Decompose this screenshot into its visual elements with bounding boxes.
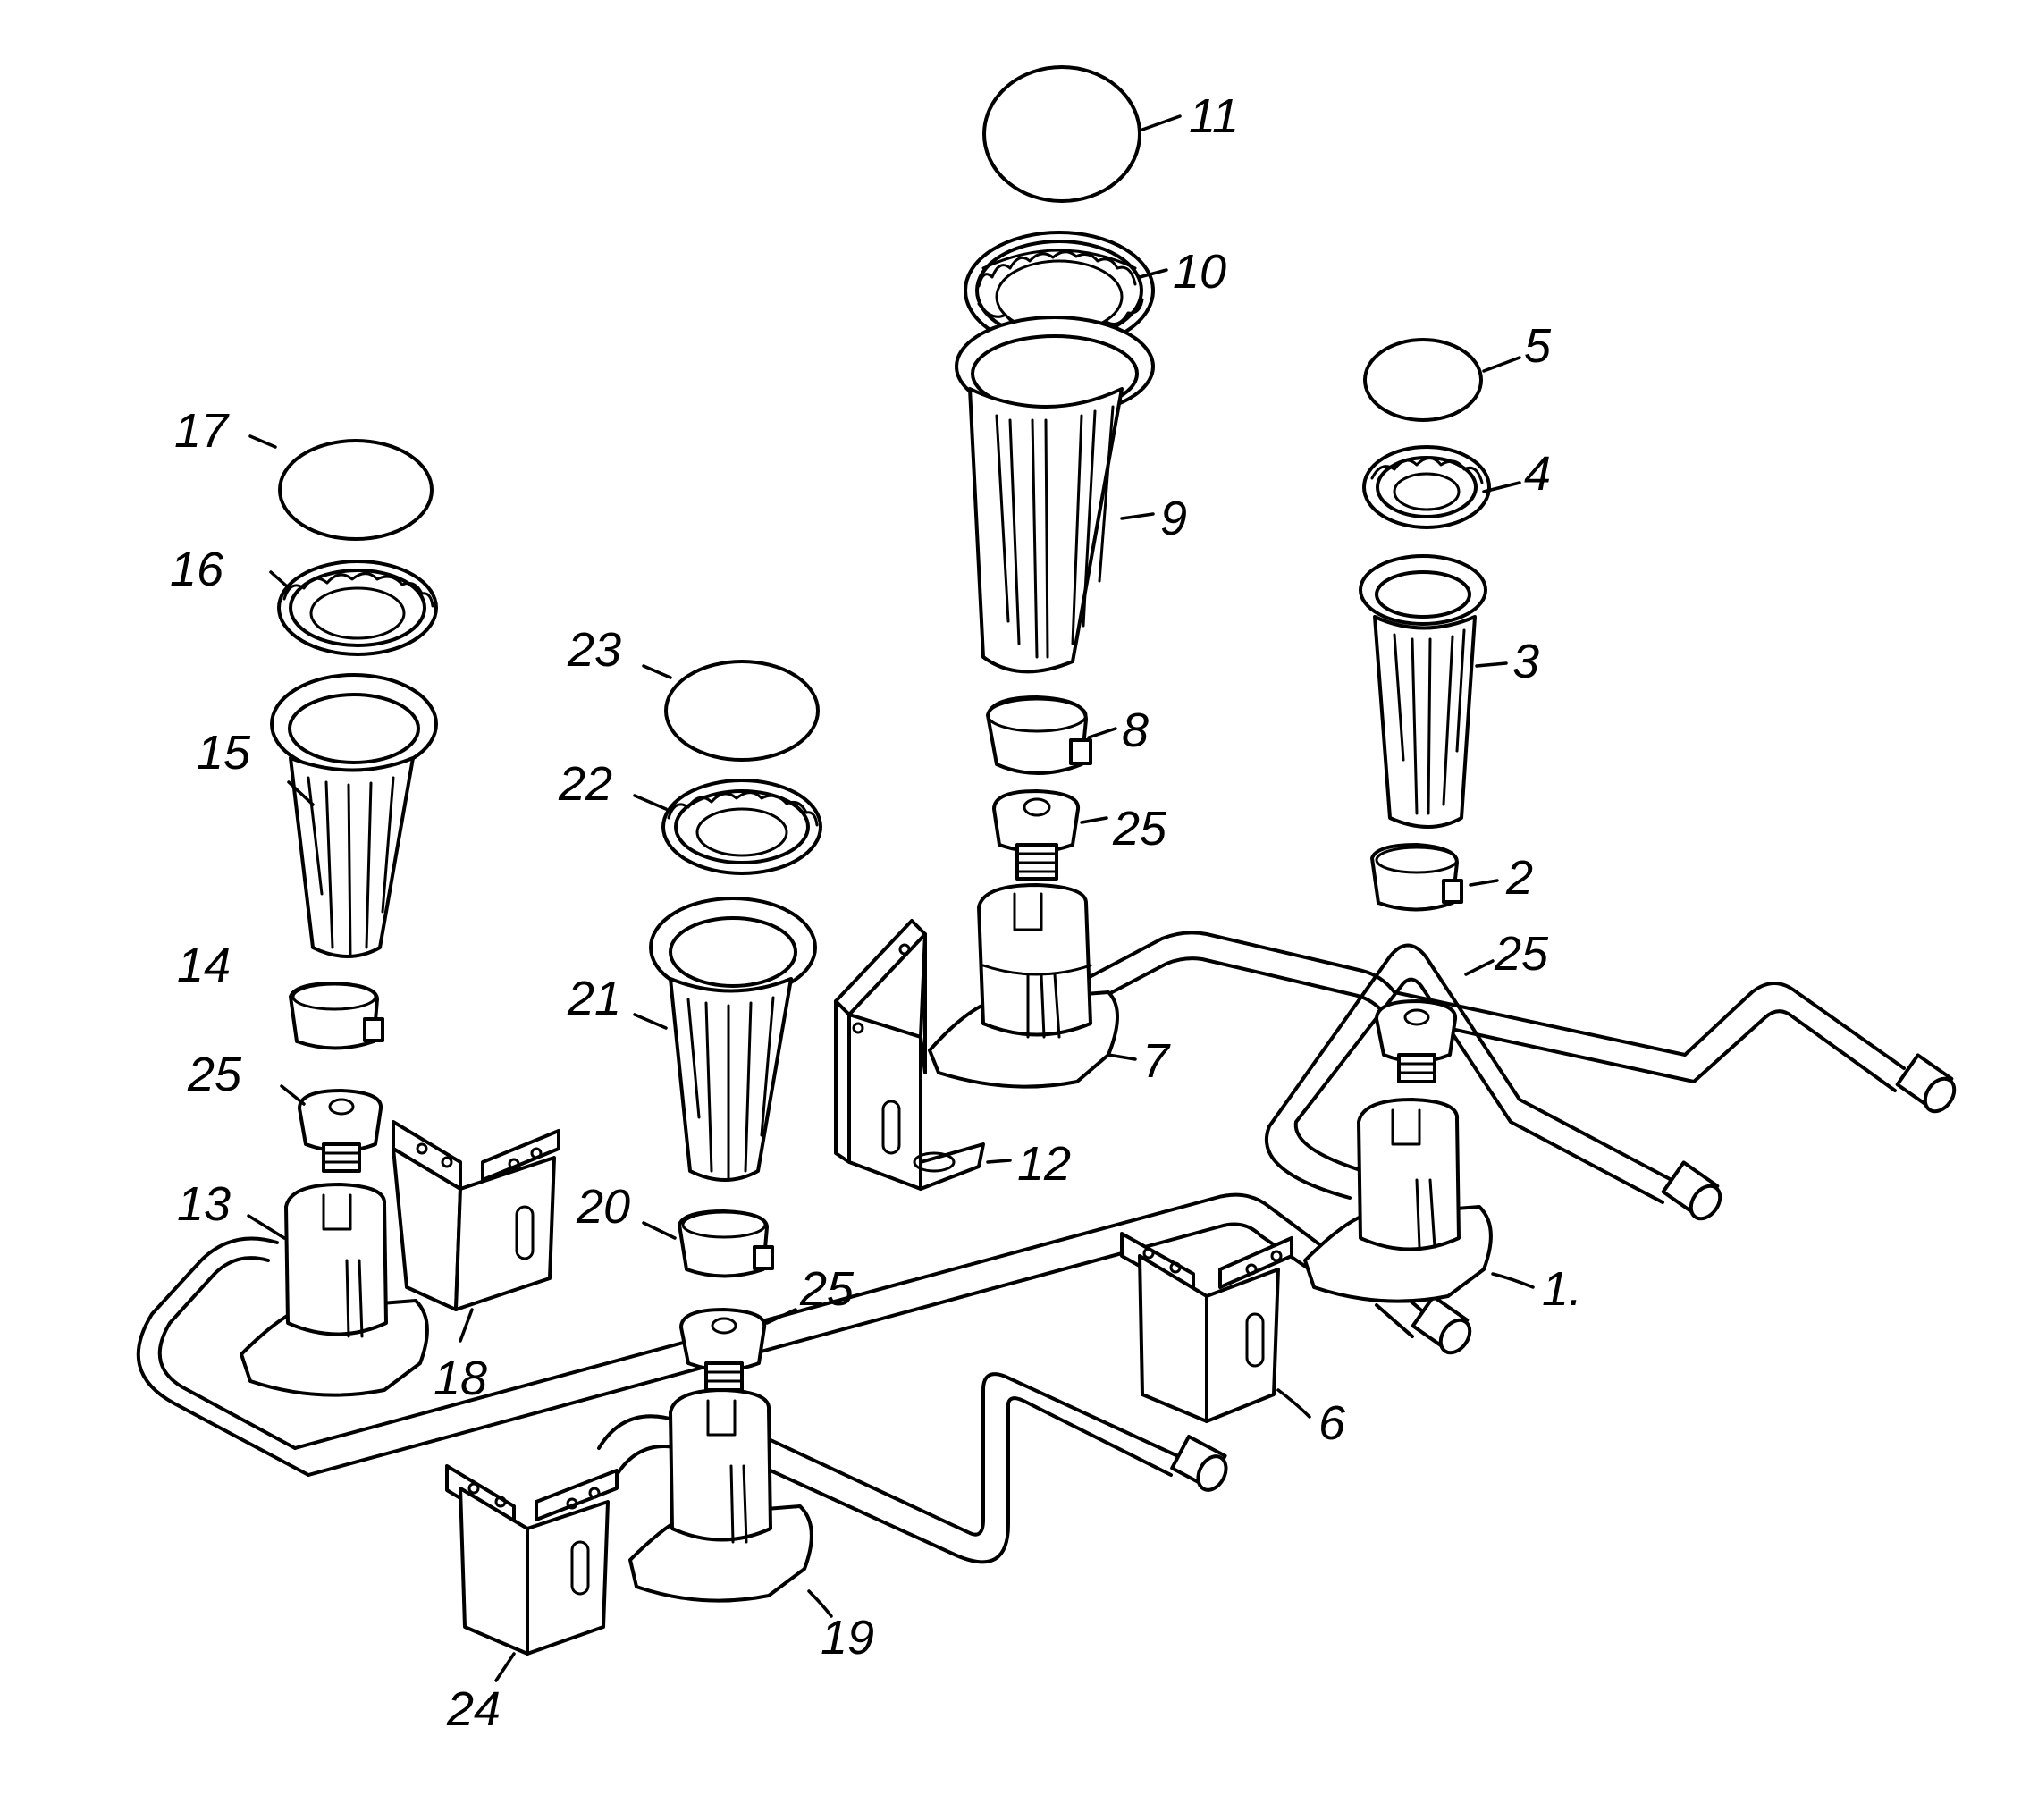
burner-stack-left (240, 439, 438, 1397)
burner-stack-center (628, 660, 822, 1603)
label-11: 11 (1189, 89, 1239, 143)
label-25-right: 25 (1494, 927, 1549, 981)
label-21: 21 (567, 972, 621, 1025)
label-24: 24 (446, 1682, 501, 1736)
label-2: 2 (1505, 851, 1533, 905)
label-22: 22 (558, 757, 612, 811)
label-6: 6 (1318, 1396, 1346, 1450)
label-3: 3 (1512, 635, 1539, 688)
label-25-top: 25 (1112, 802, 1167, 855)
burner-cap-11 (982, 65, 1141, 203)
flame-spreader-16 (277, 560, 438, 656)
label-18: 18 (434, 1352, 487, 1405)
label-16: 16 (170, 543, 224, 596)
label-25-center: 25 (799, 1262, 855, 1316)
label-15: 15 (197, 726, 251, 779)
bracket-18 (392, 1120, 560, 1311)
label-12: 12 (1017, 1137, 1071, 1191)
label-14: 14 (177, 939, 231, 992)
label-5: 5 (1524, 319, 1552, 373)
bracket-6 (1120, 1232, 1293, 1423)
label-23: 23 (567, 623, 621, 677)
gas-pipe-network (136, 931, 1957, 1564)
label-13: 13 (177, 1177, 231, 1231)
label-7: 7 (1142, 1034, 1171, 1088)
burner-cap-23 (664, 660, 820, 762)
label-8: 8 (1122, 704, 1149, 757)
leader-lines (247, 114, 1535, 1682)
flame-spreader-22 (661, 779, 822, 875)
burner-cap-5 (1363, 338, 1483, 422)
mounting-brackets (392, 919, 1293, 1656)
label-17: 17 (174, 404, 230, 458)
label-10: 10 (1173, 245, 1226, 299)
burner-cap-17 (278, 439, 434, 541)
reference-numerals: 1. 2 3 4 5 6 7 8 9 10 11 12 13 14 15 16 … (170, 89, 1582, 1736)
label-20: 20 (576, 1180, 630, 1234)
label-9: 9 (1160, 492, 1187, 545)
burner-stack-large (928, 65, 1155, 1089)
bracket-12 (834, 919, 985, 1191)
label-4: 4 (1524, 447, 1551, 501)
label-25-left: 25 (187, 1048, 242, 1101)
bracket-24 (445, 1464, 619, 1656)
label-19: 19 (821, 1611, 874, 1664)
burner-stack-right (1303, 338, 1493, 1303)
label-1: 1. (1542, 1262, 1582, 1316)
